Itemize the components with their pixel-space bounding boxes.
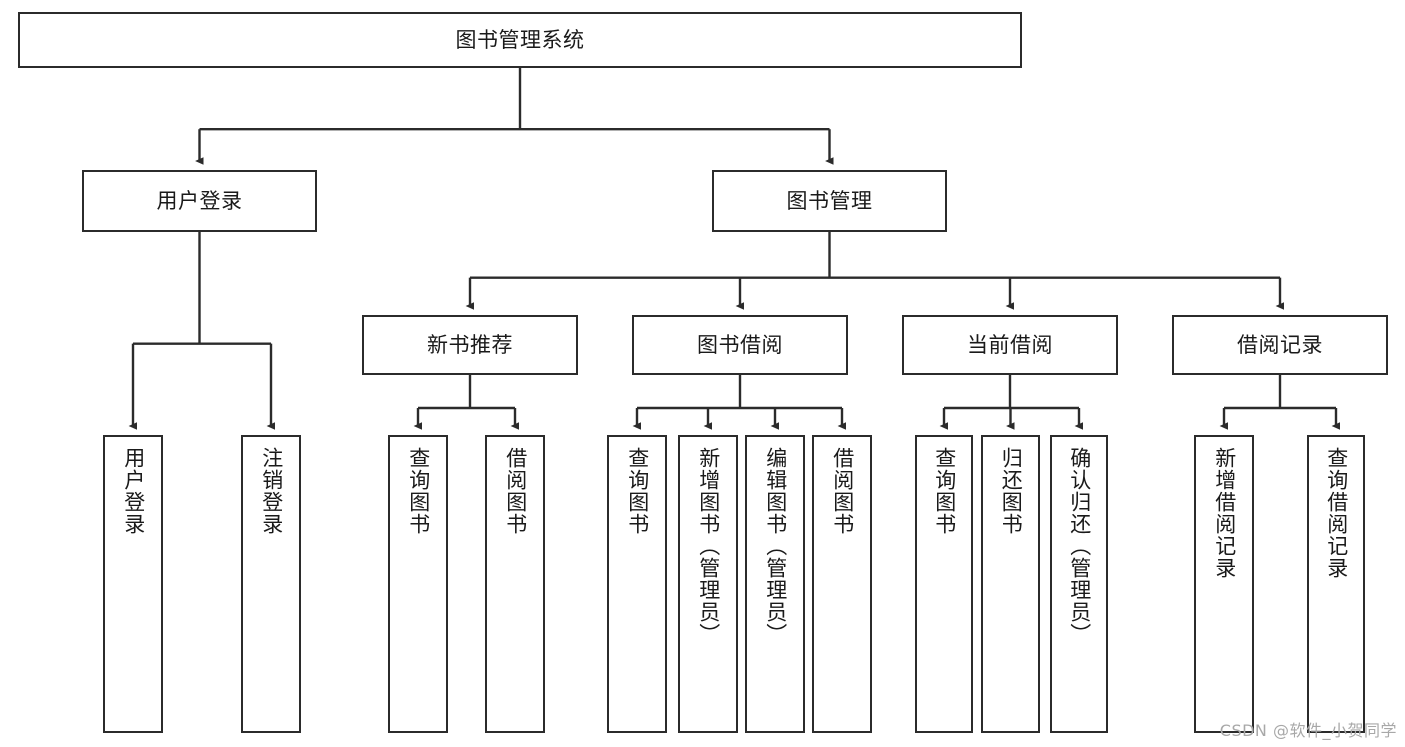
node-label: 图书管理 [786,188,873,213]
node-leaf-edit-book[interactable]: 编辑图书（管理员） [745,435,805,733]
node-leaf-user-logout[interactable]: 注销登录 [241,435,301,733]
node-new-book-rec[interactable]: 新书推荐 [362,315,578,375]
node-leaf-query-book-1[interactable]: 查询图书 [388,435,448,733]
node-label: 归还图书 [999,447,1024,535]
node-label: 图书借阅 [697,332,783,357]
node-leaf-query-book-2[interactable]: 查询图书 [607,435,667,733]
node-leaf-borrow-book-1[interactable]: 借阅图书 [485,435,545,733]
node-leaf-add-book[interactable]: 新增图书（管理员） [678,435,738,733]
node-label: 借阅图书 [503,447,528,535]
node-label: 借阅图书 [830,447,855,535]
node-label: 查询图书 [406,447,431,535]
node-label: 图书管理系统 [455,27,585,52]
node-book-borrow[interactable]: 图书借阅 [632,315,848,375]
node-label: 编辑图书（管理员） [763,447,788,645]
node-label: 查询借阅记录 [1324,447,1349,579]
node-label: 用户登录 [121,447,146,535]
node-leaf-return-book[interactable]: 归还图书 [981,435,1040,733]
node-current-borrow[interactable]: 当前借阅 [902,315,1118,375]
node-label: 新增图书（管理员） [696,447,721,645]
node-label: 查询图书 [932,447,957,535]
node-label: 确认归还（管理员） [1067,447,1092,645]
node-leaf-borrow-book-2[interactable]: 借阅图书 [812,435,872,733]
node-book-manage[interactable]: 图书管理 [712,170,947,232]
node-label: 新增借阅记录 [1212,447,1237,579]
node-borrow-record[interactable]: 借阅记录 [1172,315,1388,375]
node-label: 借阅记录 [1237,332,1323,357]
node-label: 当前借阅 [967,332,1053,357]
node-leaf-user-login[interactable]: 用户登录 [103,435,163,733]
node-user-login[interactable]: 用户登录 [82,170,317,232]
node-label: 查询图书 [625,447,650,535]
node-root[interactable]: 图书管理系统 [18,12,1022,68]
watermark-text: CSDN @软件_小贺同学 [1219,721,1397,740]
node-label: 用户登录 [156,188,243,213]
node-leaf-add-record[interactable]: 新增借阅记录 [1194,435,1254,733]
node-label: 注销登录 [259,447,284,535]
node-leaf-query-book-3[interactable]: 查询图书 [915,435,973,733]
node-leaf-query-record[interactable]: 查询借阅记录 [1307,435,1365,733]
node-leaf-confirm-return[interactable]: 确认归还（管理员） [1050,435,1108,733]
node-label: 新书推荐 [427,332,513,357]
